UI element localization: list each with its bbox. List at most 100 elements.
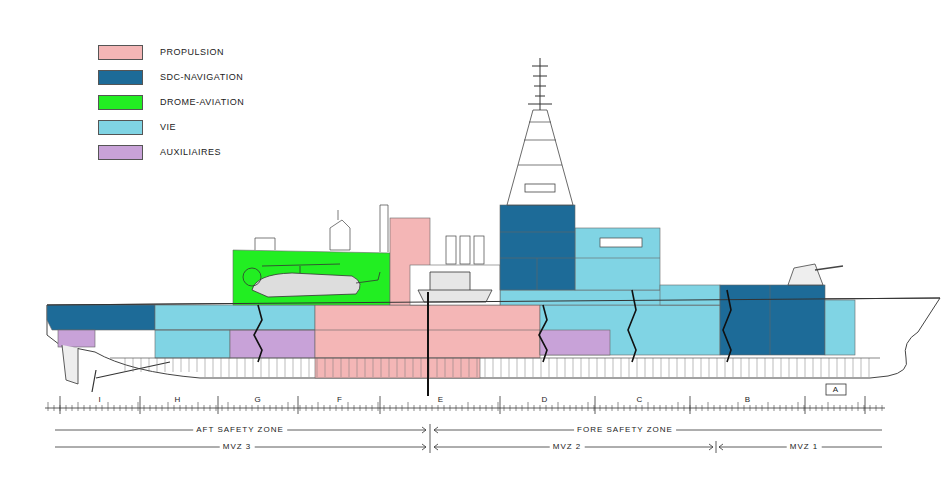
double-bottom-frame (685, 358, 686, 377)
frame-tick (678, 402, 679, 411)
frame-tick (318, 402, 319, 411)
frame-tick (348, 402, 349, 411)
gun (788, 264, 823, 285)
double-bottom-frame (733, 358, 734, 377)
double-bottom-frame (301, 358, 302, 377)
zone-boundary-tick (380, 396, 381, 414)
double-bottom-frame (421, 358, 422, 377)
double-bottom-frame (149, 358, 150, 372)
life-compartment (155, 330, 230, 358)
double-bottom-frame (493, 358, 494, 377)
launcher (446, 236, 456, 264)
double-bottom-frame (861, 358, 862, 377)
frame-tick (528, 402, 529, 411)
double-bottom-frame (245, 358, 246, 377)
double-bottom-frame (229, 358, 230, 377)
double-bottom-frame (157, 358, 158, 372)
zone-boundary-tick (140, 396, 141, 414)
double-bottom-frame (565, 358, 566, 377)
antenna (528, 58, 552, 110)
double-bottom-frame (461, 358, 462, 377)
zone-letter: B (742, 395, 754, 405)
legend-text: AUXILIAIRES (160, 147, 221, 158)
frame-tick (648, 402, 649, 411)
zone-name: AFT SAFETY ZONE (193, 425, 287, 435)
double-bottom-frame (533, 358, 534, 377)
bulkhead (723, 290, 731, 362)
double-bottom-frame (637, 358, 638, 377)
zone-boundary (716, 441, 717, 453)
life-compartment (155, 305, 315, 330)
legend-swatch (98, 95, 143, 110)
double-bottom-frame (749, 358, 750, 377)
double-bottom-frame (349, 358, 350, 377)
deck-fitting (255, 205, 388, 252)
main-bulkhead (427, 292, 429, 396)
zone-name: FORE SAFETY ZONE (574, 425, 676, 435)
mast-base (500, 205, 575, 290)
legend-swatch (98, 70, 143, 85)
double-bottom-frame (237, 358, 238, 377)
helicopter-rotor (243, 268, 261, 286)
double-bottom-frame (677, 358, 678, 377)
deck-line (537, 258, 538, 290)
double-bottom-frame (605, 358, 606, 377)
double-bottom-frame (373, 358, 374, 377)
double-bottom-frame (645, 358, 646, 377)
deck-line (155, 330, 540, 331)
double-bottom-frame (285, 358, 286, 377)
frame-tick (138, 402, 139, 411)
double-bottom-frame (165, 358, 166, 372)
boat (418, 272, 492, 302)
double-bottom-frame (853, 358, 854, 377)
zone-letter: E (435, 395, 447, 405)
zone-letter: D (539, 395, 552, 405)
double-bottom-frame (629, 358, 630, 377)
zone-boundary-tick (218, 396, 219, 414)
zone-boundary-tick (500, 396, 501, 414)
legend-text: DROME-AVIATION (160, 97, 244, 108)
deck-line (500, 258, 575, 259)
weapons-compartment (720, 285, 825, 355)
legend-swatch (98, 45, 143, 60)
main-deck (47, 298, 940, 305)
double-bottom-frame (653, 358, 654, 377)
double-bottom-frame (205, 358, 206, 377)
double-bottom-frame (709, 358, 710, 377)
frame-tick (558, 402, 559, 411)
double-bottom-frame (741, 358, 742, 377)
double-bottom-frame (773, 358, 774, 377)
double-bottom-frame (725, 358, 726, 377)
zone-letter: I (95, 395, 104, 405)
deck-line (575, 258, 660, 259)
zone-name: MVZ 3 (220, 442, 255, 452)
legend-text: VIE (160, 122, 176, 133)
deck-line (500, 232, 575, 233)
zone-letter: F (334, 395, 346, 405)
double-bottom-frame (501, 358, 502, 377)
frame-tick (108, 402, 109, 411)
zone-boundary (430, 424, 431, 453)
fore-deckhouse (660, 285, 720, 305)
double-bottom-frame (141, 358, 142, 372)
frame-tick (858, 402, 859, 411)
gun-barrel (815, 266, 843, 270)
double-bottom-frame (557, 358, 558, 377)
double-bottom-frame (517, 358, 518, 377)
double-bottom-frame (413, 358, 414, 377)
double-bottom-frame (621, 358, 622, 377)
double-bottom-frame (869, 358, 870, 377)
double-bottom-frame (253, 358, 254, 377)
double-bottom-frame (701, 358, 702, 377)
double-bottom-frame (789, 358, 790, 377)
zone-boundary-tick (865, 396, 866, 414)
ciws (330, 210, 350, 250)
double-bottom-frame (821, 358, 822, 377)
double-bottom-frame (477, 358, 478, 377)
propeller (92, 362, 170, 392)
bulkheads (254, 290, 731, 396)
frame-ticks (48, 358, 882, 414)
helicopter-tail (262, 264, 380, 283)
zone-name: MVZ 2 (550, 442, 585, 452)
aux-compartment (230, 330, 315, 358)
